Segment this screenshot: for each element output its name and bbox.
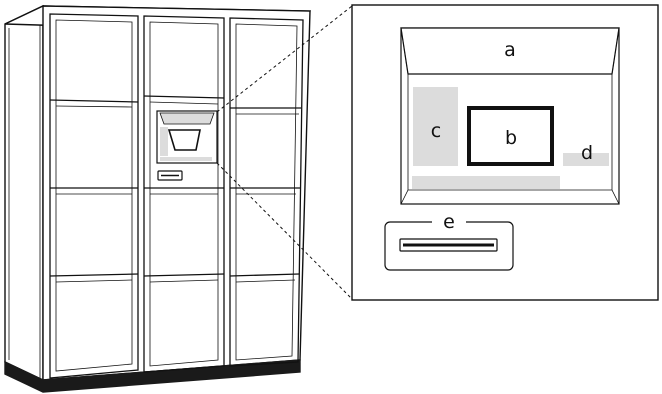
zoom-callout: a b c d e — [351, 4, 659, 301]
part-b-screen — [467, 106, 554, 166]
cabinet-base — [4, 359, 301, 393]
label-e: e — [443, 211, 455, 233]
kiosk-bar-small — [160, 157, 212, 161]
part-d-panel — [563, 153, 609, 166]
kiosk-hood-small — [159, 112, 215, 125]
part-c-panel — [413, 87, 458, 166]
locker-kiosk — [156, 110, 218, 181]
kiosk-bottom-bar — [412, 176, 560, 189]
kiosk-side-small — [160, 127, 168, 156]
kiosk-screen-small — [167, 129, 201, 151]
kiosk-enlarged — [400, 27, 620, 205]
label-c: c — [431, 120, 441, 142]
zoom-leader-lines — [216, 5, 353, 300]
label-d: d — [581, 142, 593, 164]
locker-columns — [49, 13, 304, 379]
cabinet-side-panel — [4, 4, 44, 382]
label-a: a — [504, 39, 516, 61]
cabinet-front — [42, 5, 311, 381]
locker-cabinet — [4, 4, 312, 393]
locker-doors — [49, 95, 301, 283]
label-b: b — [505, 127, 517, 149]
card-slot-enlarged — [384, 216, 514, 271]
